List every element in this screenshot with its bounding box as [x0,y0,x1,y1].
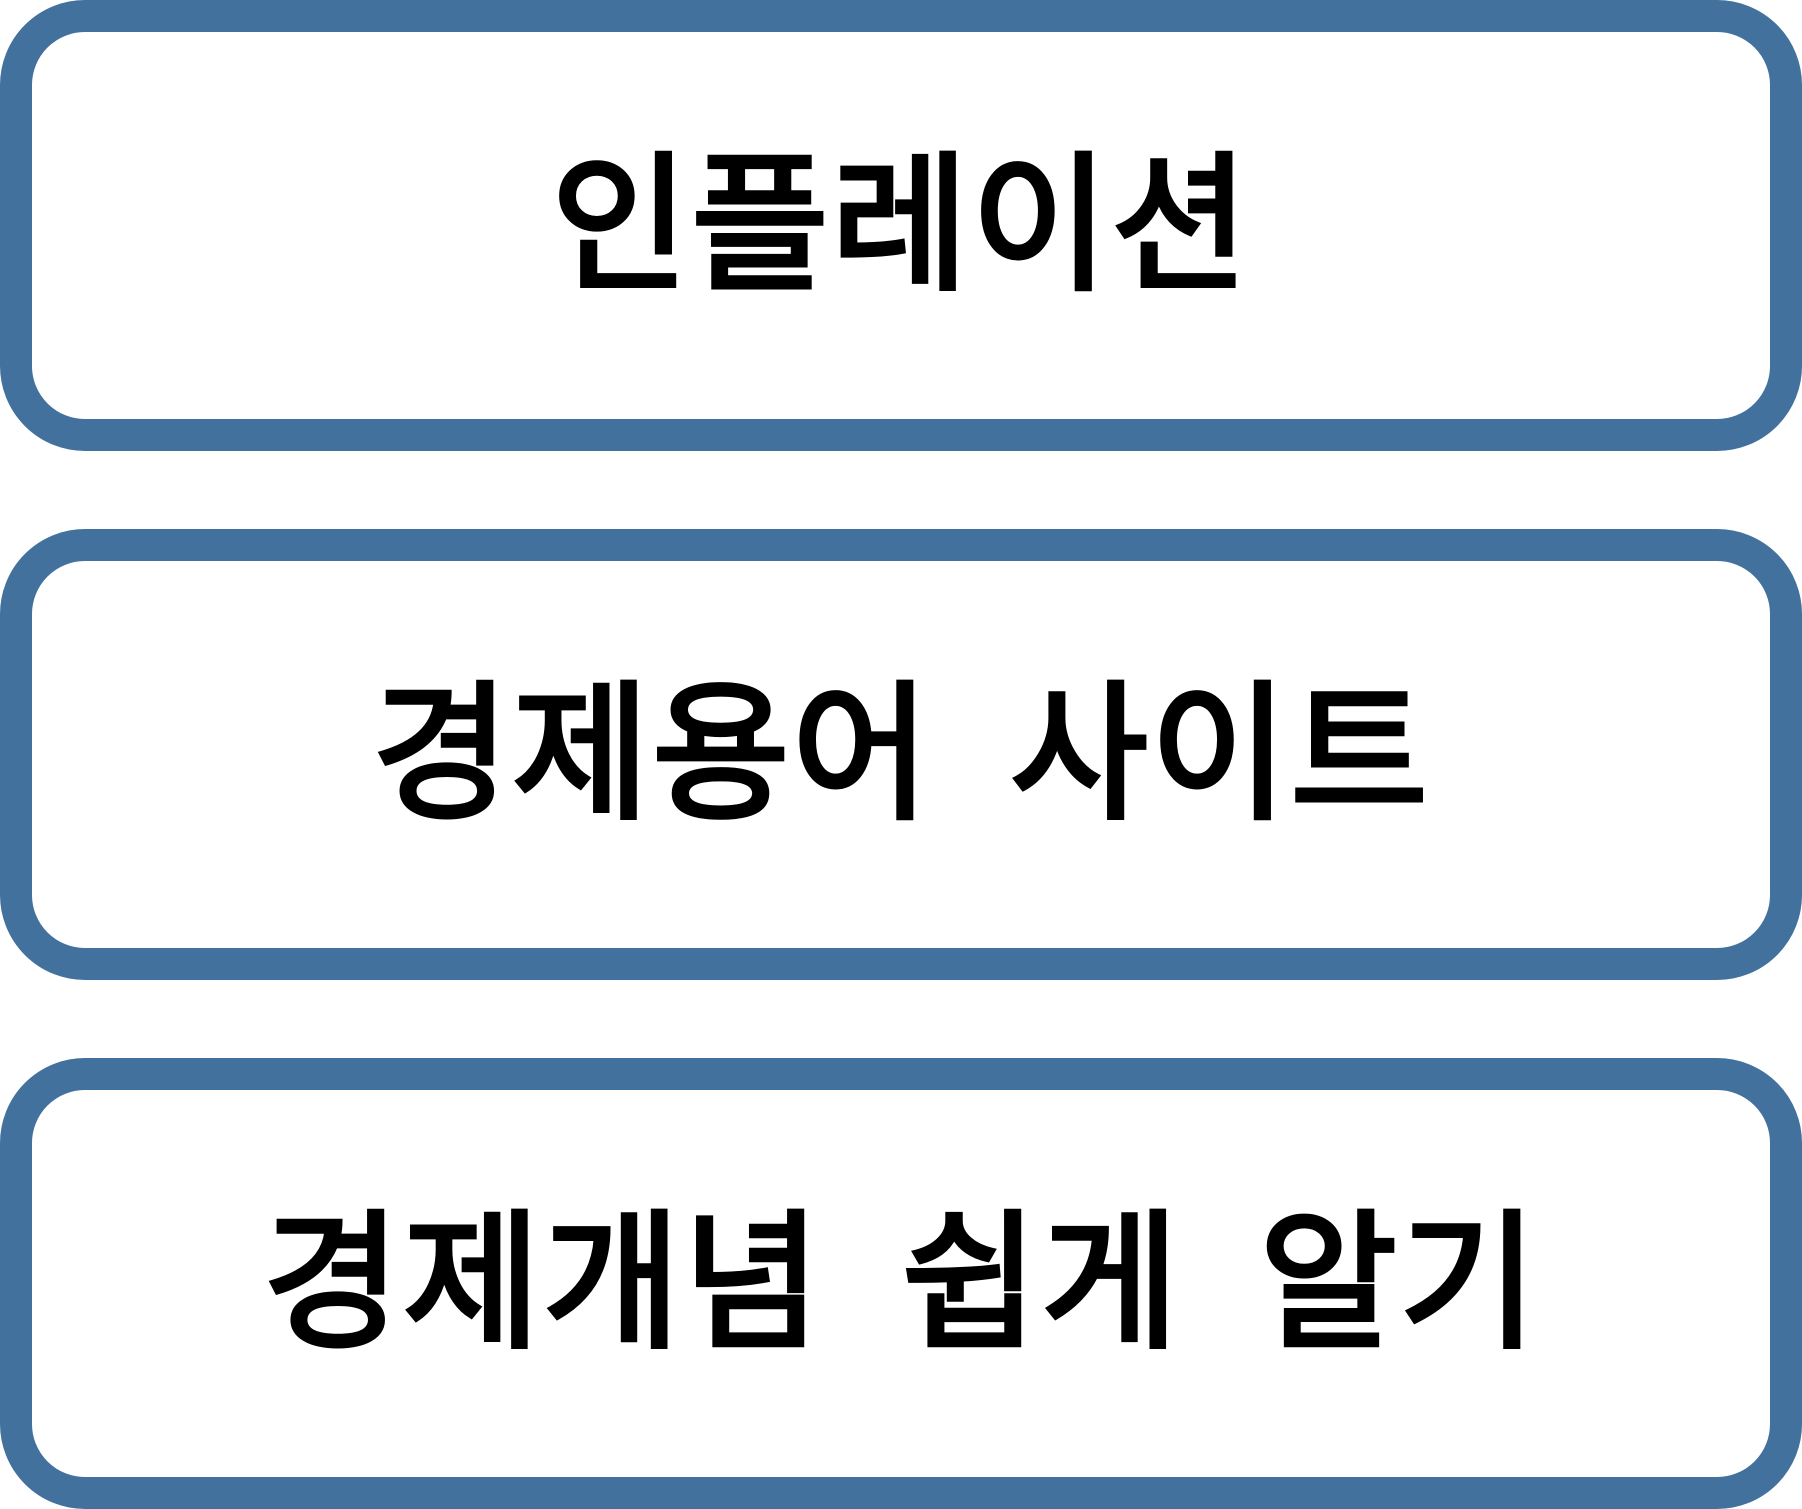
box-easy-economic-concepts: 경제개념 쉽게 알기 [0,1058,1802,1509]
box-inflation: 인플레이션 [0,0,1802,451]
box-economic-terms-site: 경제용어 사이트 [0,529,1802,980]
box-label: 경제개념 쉽게 알기 [262,1196,1540,1371]
box-label: 경제용어 사이트 [371,667,1431,842]
box-label: 인플레이션 [550,138,1251,313]
